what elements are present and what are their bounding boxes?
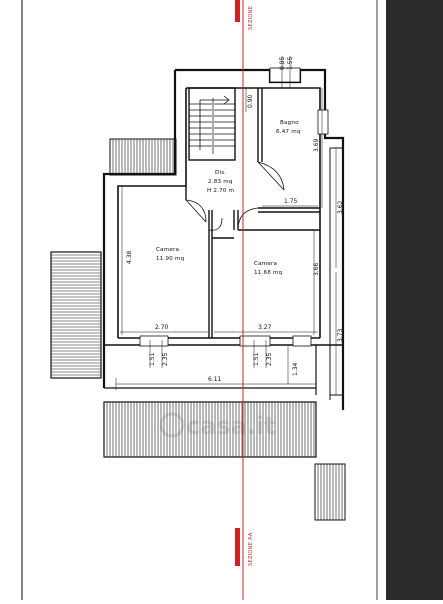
section-label-top: SEZIONE: [248, 6, 254, 30]
dim-3-62: 3.62: [337, 200, 344, 214]
watermark: casa.it: [159, 412, 276, 440]
balcony-left: [50, 251, 102, 379]
room-area-camera-1: 11.90 mq: [156, 256, 185, 262]
doors: [185, 161, 285, 231]
room-label-camera-1: Camera 11.90 mq: [156, 247, 185, 262]
dim-1-51-right: 1.51: [253, 352, 260, 366]
room-name-dis: Dis.: [215, 170, 226, 176]
dim-0-85: 0.85: [279, 56, 286, 70]
room-area-bagno: 6.47 mq: [276, 129, 301, 135]
room-label-bagno: Bagno 6.47 mq: [276, 120, 301, 135]
section-marker-bottom: [235, 528, 240, 566]
balcony-top-left: [109, 138, 177, 176]
room-name-bagno: Bagno: [280, 120, 299, 126]
viewer-frame-band: [386, 0, 443, 600]
room-label-camera-2: Camera 11.68 mq: [254, 261, 283, 276]
staircase: [189, 95, 235, 154]
room-area-dis: 2.83 mq: [208, 179, 233, 185]
interior-walls: [185, 87, 320, 338]
dimension-lines: [115, 56, 337, 395]
room-name-camera-1: Camera: [156, 247, 179, 253]
windows: [139, 67, 329, 347]
dim-3-69: 3.69: [313, 138, 320, 152]
dimension-labels: 0.85 1.55 0.90 3.69 1.75 3.62 4.38 3.66 …: [126, 56, 344, 383]
dim-2-35-left: 2.35: [162, 352, 169, 366]
dim-3-66: 3.66: [313, 262, 320, 276]
room-area-camera-2: 11.68 mq: [254, 270, 283, 276]
section-label-bottom: SEZIONE AA: [248, 532, 254, 566]
balcony-bottom-right: [314, 463, 346, 521]
exterior-walls: [102, 68, 345, 410]
dim-0-90: 0.90: [247, 94, 254, 108]
room-height-dis: H 2.70 m: [207, 188, 234, 194]
dim-1-34: 1.34: [292, 362, 299, 376]
watermark-text: casa.it: [186, 412, 276, 440]
dim-2-35-right: 2.35: [266, 352, 273, 366]
terrace-bottom: [103, 401, 317, 458]
dim-4-38: 4.38: [126, 250, 133, 264]
dim-1-51-left: 1.51: [149, 352, 156, 366]
dim-2-70: 2.70: [155, 324, 169, 331]
section-marker-top: [235, 0, 240, 22]
room-label-disimpegno: Dis. 2.83 mq H 2.70 m: [207, 170, 234, 194]
room-name-camera-2: Camera: [254, 261, 277, 267]
dim-3-73: 3.73: [337, 328, 344, 342]
dim-3-27: 3.27: [258, 324, 272, 331]
dim-1-75: 1.75: [284, 198, 298, 205]
dim-6-11: 6.11: [208, 376, 222, 383]
dim-1-55: 1.55: [287, 56, 294, 70]
section-line: SEZIONE SEZIONE AA: [235, 0, 254, 600]
